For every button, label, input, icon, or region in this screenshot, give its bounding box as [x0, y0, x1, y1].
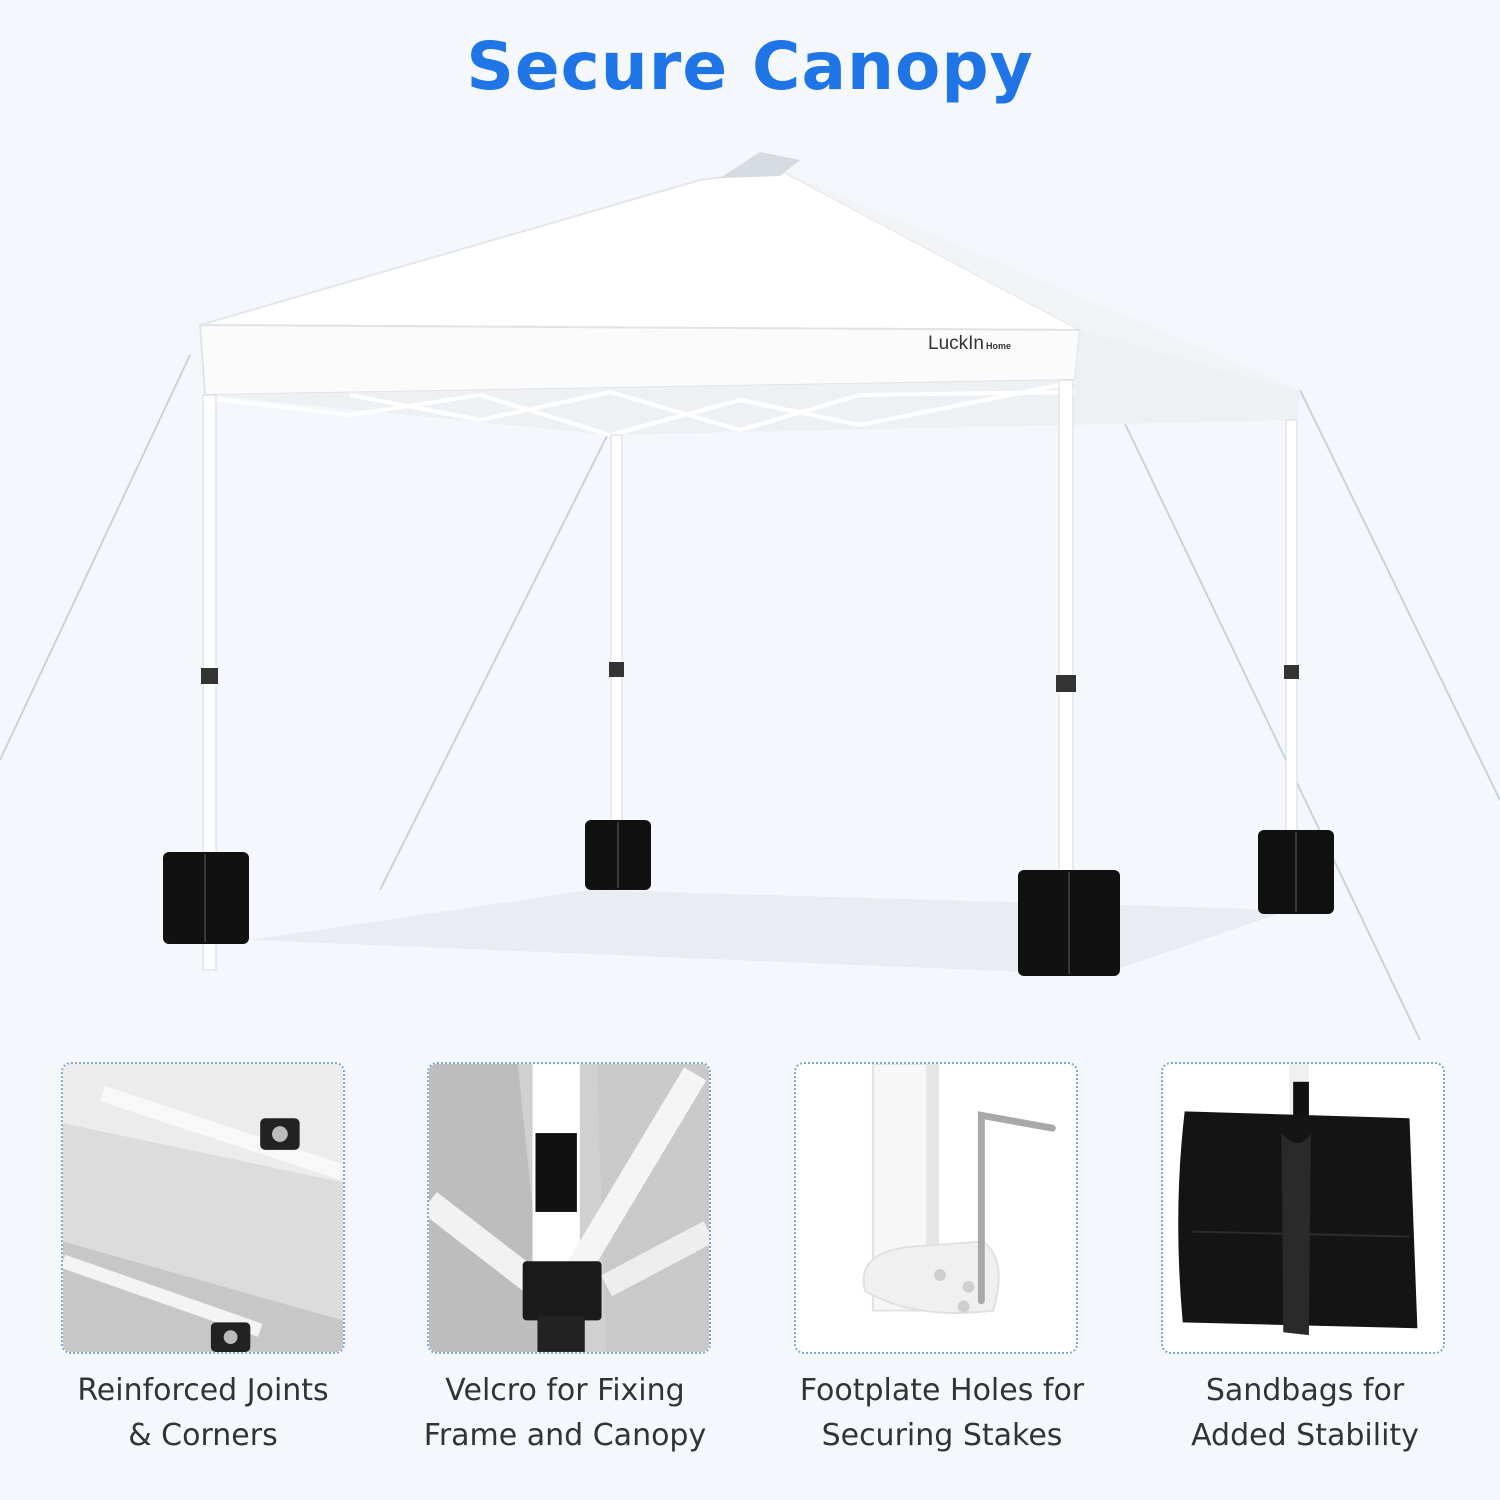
- canopy-tent-graphic: [0, 152, 1500, 1041]
- footplate-stake-image: [796, 1064, 1076, 1352]
- feature-card-joints: [61, 1062, 345, 1354]
- feature-card-velcro: [427, 1062, 711, 1354]
- feature-caption-sandbag: Sandbags for Added Stability: [1191, 1373, 1419, 1453]
- canopy-illustration: [0, 130, 1500, 1050]
- feature-card-sandbag: [1161, 1062, 1445, 1354]
- feature-card-footplate: [794, 1062, 1078, 1354]
- feature-caption-joints: Reinforced Joints & Corners: [77, 1373, 329, 1453]
- feature-caption-velcro: Velcro for Fixing Frame and Canopy: [423, 1373, 707, 1453]
- reinforced-joint-image: [63, 1064, 343, 1352]
- velcro-frame-image: [429, 1064, 709, 1352]
- feature-caption-footplate: Footplate Holes for Securing Stakes: [799, 1373, 1085, 1453]
- sandbag-image: [1163, 1064, 1443, 1352]
- page-title: Secure Canopy: [466, 28, 1034, 105]
